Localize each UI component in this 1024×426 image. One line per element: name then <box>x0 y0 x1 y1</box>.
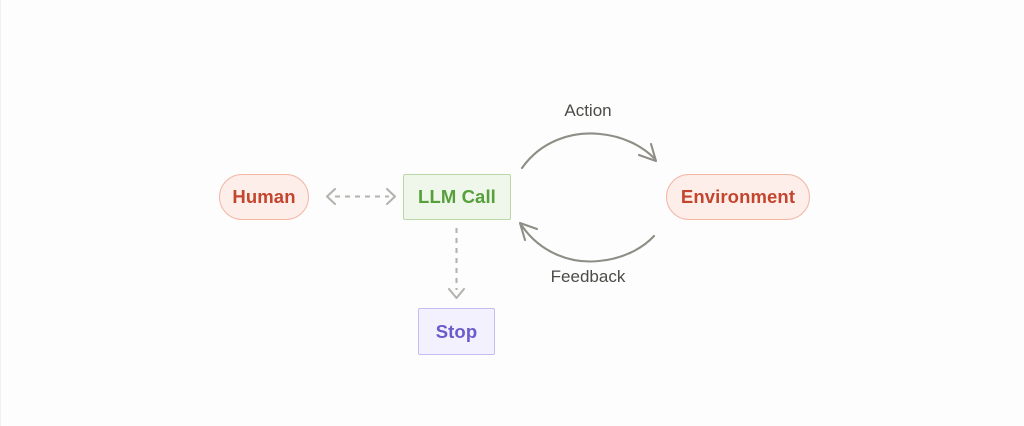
node-llm-call[interactable]: LLM Call <box>403 174 511 220</box>
node-llm-call-label: LLM Call <box>418 186 496 207</box>
feedback-arc-path <box>520 224 656 263</box>
node-stop-label: Stop <box>435 320 478 342</box>
edge-action <box>520 132 658 170</box>
edge-feedback <box>518 221 656 263</box>
edge-llm-stop <box>447 228 466 300</box>
node-human-label: Human <box>232 186 296 207</box>
human-llm-arrowhead-right-icon <box>385 187 397 206</box>
action-arc-path <box>520 132 656 170</box>
node-environment-label: Environment <box>680 186 796 207</box>
feedback-arrowhead-icon <box>518 221 539 242</box>
edge-human-llm <box>325 187 397 206</box>
edge-label-feedback: Feedback <box>550 267 626 286</box>
llm-stop-arrowhead-icon <box>447 287 466 300</box>
human-llm-arrowhead-left-icon <box>325 187 337 206</box>
node-human[interactable]: Human <box>219 174 309 220</box>
node-stop[interactable]: Stop <box>418 308 495 355</box>
action-arrowhead-icon <box>637 142 658 163</box>
node-environment[interactable]: Environment <box>666 174 810 220</box>
edge-label-action: Action <box>564 101 612 120</box>
